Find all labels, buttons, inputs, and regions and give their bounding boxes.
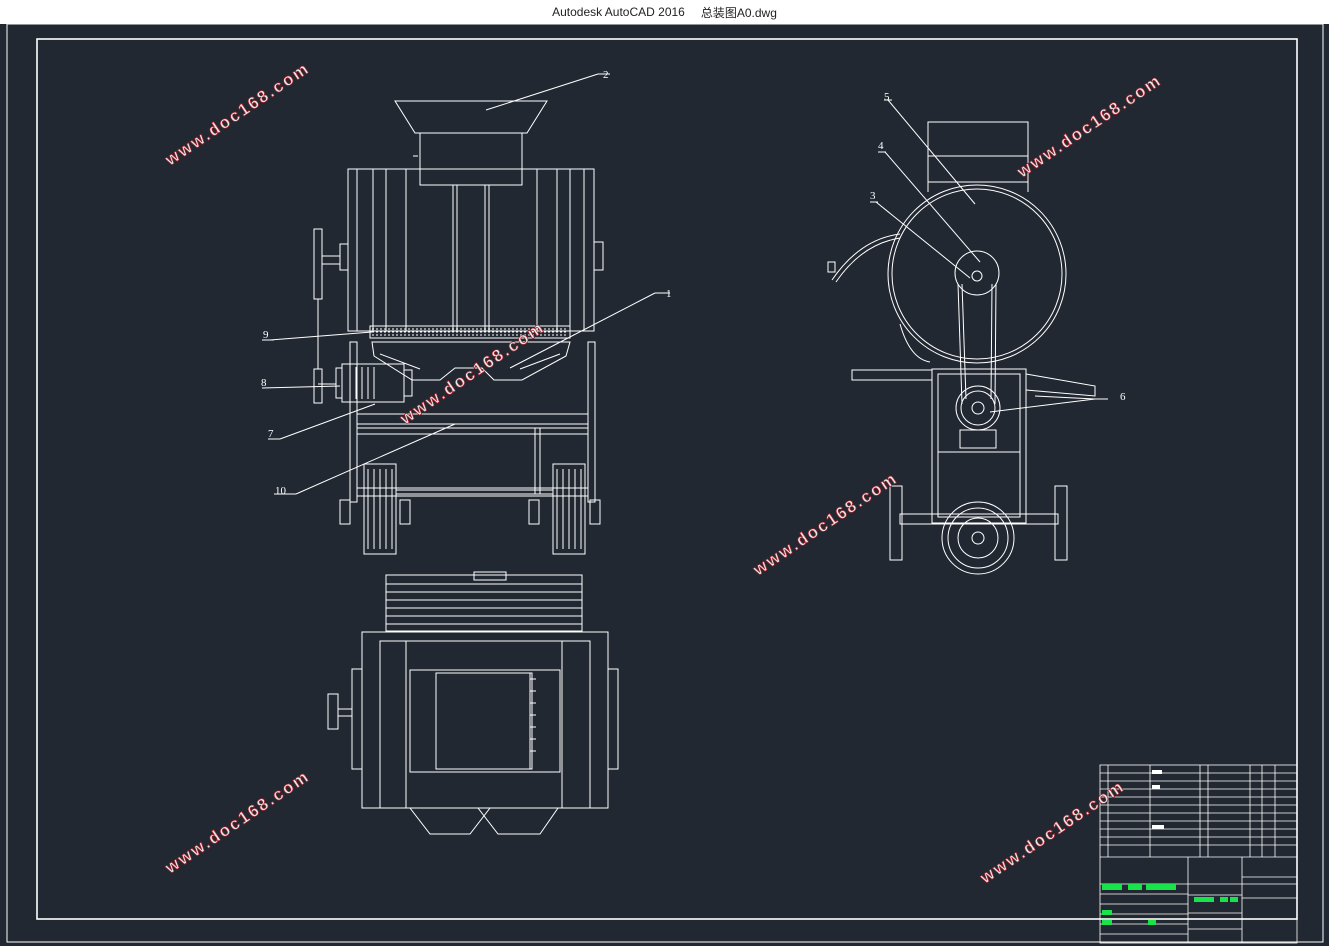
- part-label-7: 7: [268, 428, 274, 440]
- part-label-4: 4: [878, 140, 884, 152]
- side-view: [827, 121, 1096, 575]
- drawing-canvas[interactable]: 2 1 9 8 7 10 5 4 3 6: [0, 24, 1329, 946]
- part-leaders: 2 1 9 8 7 10 5 4 3 6: [261, 69, 1126, 497]
- title-block: [1099, 764, 1298, 944]
- watermark-5: www.doc168.com: [161, 766, 313, 877]
- part-label-6: 6: [1120, 391, 1126, 403]
- part-label-8: 8: [261, 377, 267, 389]
- file-name: 总装图A0.dwg: [700, 5, 777, 20]
- part-label-9: 9: [263, 329, 269, 341]
- watermark-6: www.doc168.com: [976, 776, 1128, 887]
- sheet-inner-border: [36, 38, 1298, 920]
- cad-drawing[interactable]: 2 1 9 8 7 10 5 4 3 6: [0, 24, 1329, 946]
- watermark-4: www.doc168.com: [749, 468, 901, 579]
- watermarks: www.doc168.com www.doc168.com www.doc168…: [160, 58, 1165, 888]
- watermark-3: www.doc168.com: [1013, 70, 1165, 181]
- part-label-1: 1: [666, 288, 672, 300]
- sheet-outer-border: [6, 24, 1324, 943]
- watermark-1: www.doc168.com: [161, 58, 313, 169]
- window-titlebar: Autodesk AutoCAD 2016 总装图A0.dwg: [0, 0, 1329, 25]
- watermark-2: www.doc168.com: [396, 317, 548, 428]
- part-label-3: 3: [870, 190, 876, 202]
- top-view: [327, 571, 619, 835]
- part-label-10: 10: [275, 485, 287, 497]
- part-label-2: 2: [603, 69, 609, 81]
- app-title: Autodesk AutoCAD 2016: [552, 5, 685, 19]
- front-view: [313, 100, 604, 555]
- part-label-5: 5: [884, 91, 890, 103]
